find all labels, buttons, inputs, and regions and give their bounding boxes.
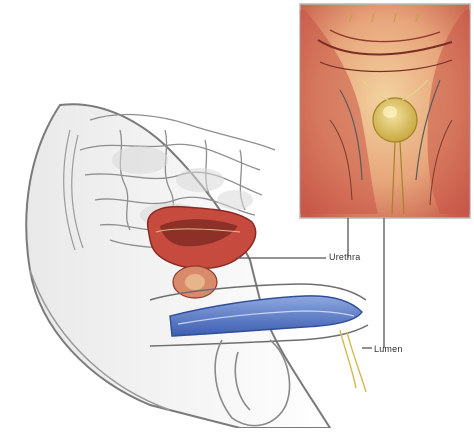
callout-label-lumen: Lumen (374, 344, 403, 354)
inset-detail (300, 4, 470, 218)
body-silhouette (26, 104, 330, 428)
callout-label-urethra: Urethra (329, 252, 360, 262)
nerve-strands (340, 330, 366, 392)
